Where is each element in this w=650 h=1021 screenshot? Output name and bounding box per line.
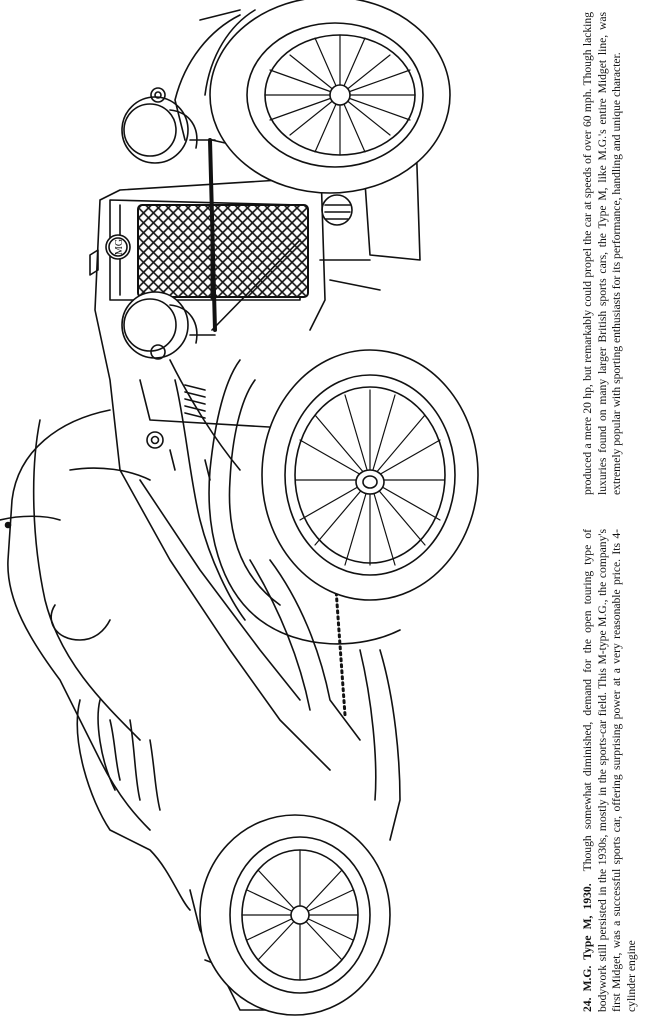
caption-column-2: produced a mere 20 hp, but remarkably co… [581,12,647,495]
caption-block: 24. M.G. Type M, 1930. Though somewhat d… [581,12,647,1012]
front-right-wheel [210,0,450,193]
caption-heading: 24. M.G. Type M, 1930. [581,883,594,1012]
mg-badge-text: MG [114,239,125,255]
caption-column-1: 24. M.G. Type M, 1930. Though somewhat d… [581,529,647,1012]
rear-wheel [200,815,390,1015]
caption-text-2: produced a mere 20 hp, but remarkably co… [581,12,624,495]
headlamp-left [122,88,215,163]
front-left-wheel [262,350,478,600]
headlamp-right [122,292,215,359]
radiator-grille: MG [90,200,308,300]
front-left-fender [209,360,400,840]
